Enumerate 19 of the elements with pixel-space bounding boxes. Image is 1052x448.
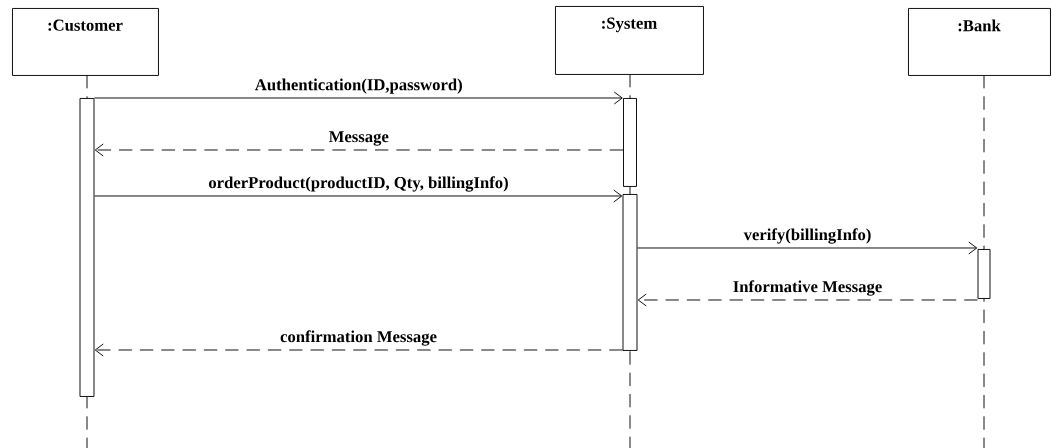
activation-bar — [977, 249, 991, 299]
edge-label: Informative Message — [733, 280, 882, 296]
edge-label: orderProduct(productID, Qty, billingInfo) — [209, 176, 508, 192]
message-arrow — [637, 293, 978, 307]
edge-label: Authentication(ID,password) — [255, 78, 462, 94]
edge-label: verify(billingInfo) — [743, 228, 871, 244]
activation-bar — [79, 98, 95, 397]
participant-box: :System — [555, 6, 704, 75]
message-arrow — [94, 189, 623, 203]
activation-bar — [622, 194, 638, 351]
edge-label: confirmation Message — [280, 330, 437, 346]
edge-label: Message — [328, 131, 389, 146]
activation-bar — [623, 98, 637, 187]
participant-box: :Customer — [12, 8, 159, 76]
message-arrow — [94, 343, 623, 357]
message-arrow — [94, 143, 624, 157]
message-arrow — [94, 91, 623, 105]
participant-box: :Bank — [908, 8, 1051, 76]
message-arrow — [637, 241, 978, 255]
